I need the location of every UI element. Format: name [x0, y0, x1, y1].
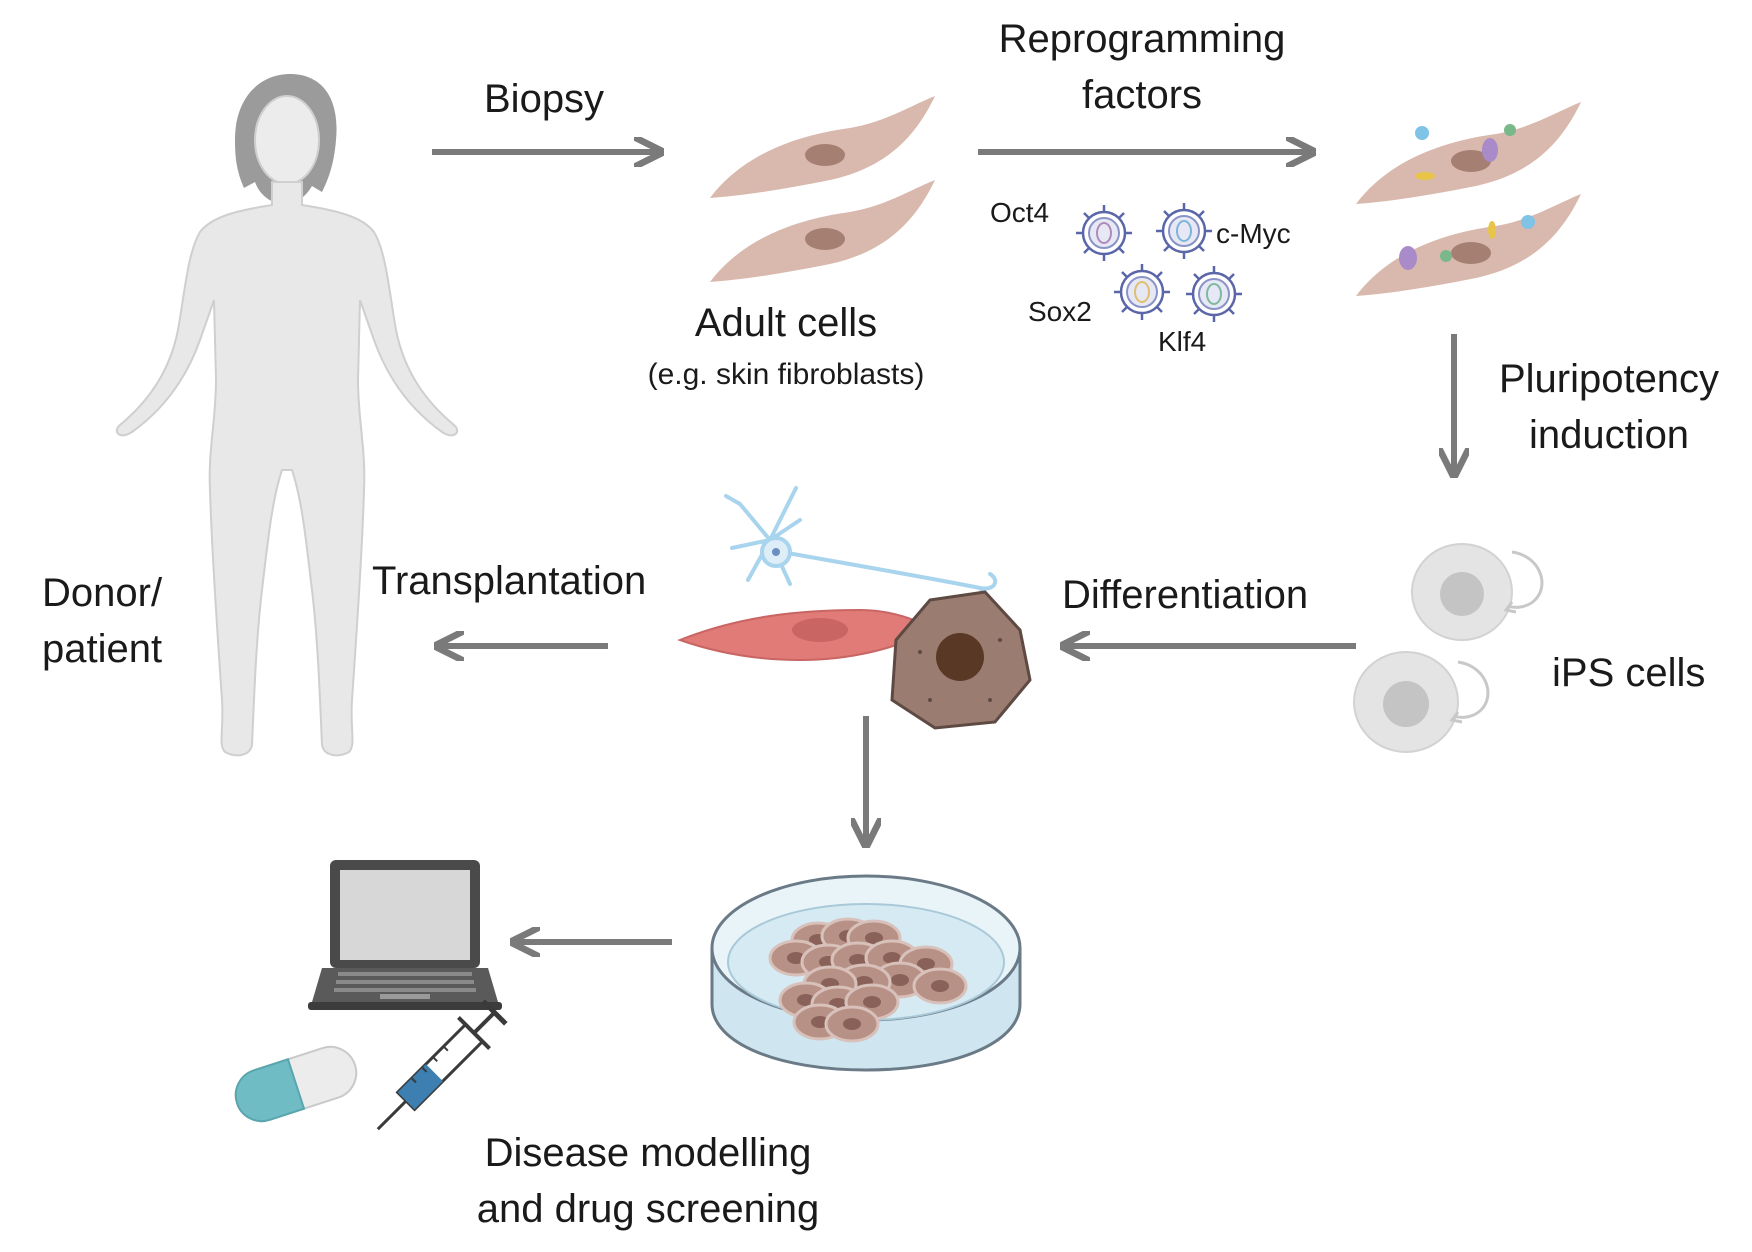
pluripotency-label: Pluripotency induction: [1464, 356, 1752, 458]
klf4-label: Klf4: [1158, 326, 1207, 357]
donor-label-line1: Donor/: [42, 571, 163, 615]
transplantation-label: Transplantation: [372, 559, 647, 603]
fibroblast-icon: [710, 96, 935, 282]
muscle-cell-icon: [677, 608, 932, 662]
reprogramming-label-line2: factors: [1081, 73, 1203, 117]
syringe-icon: [376, 999, 508, 1131]
donor-label: Donor/ patient: [42, 570, 162, 672]
human-figure-icon: [115, 74, 459, 757]
petri-dish-icon: [710, 874, 1022, 1072]
differentiation-label: Differentiation: [1062, 573, 1309, 617]
disease-label-line2: and drug screening: [476, 1187, 820, 1231]
pluripotency-label-line2: induction: [1528, 413, 1690, 457]
pill-icon: [234, 1045, 358, 1123]
hepatocyte-icon: [890, 590, 1032, 730]
donor-label-line2: patient: [42, 627, 163, 671]
pluripotency-label-line1: Pluripotency: [1498, 357, 1720, 401]
reprogramming-label-line1: Reprogramming: [998, 17, 1286, 61]
laptop-icon: [308, 860, 502, 1010]
ips-cells-label: iPS cells: [1552, 651, 1706, 695]
disease-label: Disease modelling and drug screening: [448, 1130, 848, 1232]
biopsy-label: Biopsy: [484, 77, 605, 121]
cmyc-label: c-Myc: [1216, 218, 1291, 249]
sox2-label: Sox2: [1028, 296, 1092, 327]
neuron-icon: [724, 486, 998, 612]
reprogrammed-fibroblast-icon: [1356, 102, 1581, 296]
adult-cells-sublabel: (e.g. skin fibroblasts): [647, 358, 925, 391]
virus-icon: [1074, 201, 1244, 324]
disease-label-line1: Disease modelling: [484, 1131, 812, 1175]
adult-cells-label: Adult cells: [694, 301, 878, 345]
oct4-label: Oct4: [990, 197, 1050, 228]
ips-cell-icon: [1353, 543, 1544, 753]
reprogramming-label: Reprogramming factors: [952, 16, 1332, 118]
